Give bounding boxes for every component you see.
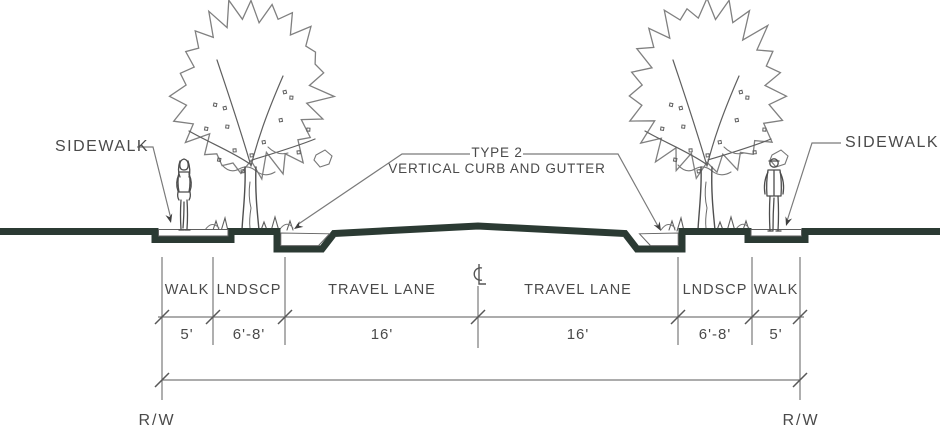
section-width-walk-right: 5' [769,326,783,343]
centerline-symbol [473,264,486,285]
ground-profile [0,222,940,253]
leader-curb-right [523,153,660,229]
section-width-lndscp-left: 6'-8' [232,326,266,343]
arrowhead-sidewalk-left [165,213,173,223]
curb-type-line1: TYPE 2 [471,145,523,160]
curb-type-callout: TYPE 2 VERTICAL CURB AND GUTTER [388,145,605,177]
arrowhead-curb-left [294,221,304,229]
section-label-walk-left: WALK [164,282,210,298]
right-of-way-label-right: R/W [782,412,820,429]
leader-sidewalk-right [786,142,841,222]
section-width-travel-lane-left: 16' [370,326,394,343]
section-dimension-ticks [154,309,808,325]
section-width-lndscp-right: 6'-8' [698,326,732,343]
gutter-pan-right [638,232,679,247]
section-label-lndscp-right: LNDSCP [682,282,748,298]
section-width-walk-left: 5' [180,326,194,343]
section-label-lndscp-left: LNDSCP [216,282,282,298]
leader-curb-left [296,153,470,226]
sidewalk-callout-left-label: SIDEWALK [55,138,150,155]
sidewalk-slab-right [750,229,802,237]
pedestrian-icon-right [763,158,785,232]
right-of-way-ticks [154,372,808,388]
sidewalk-slab-left [158,229,229,237]
pedestrian-icon-left [176,158,192,231]
tree-icon-left [168,0,337,232]
arrowhead-sidewalk-right [785,216,793,226]
section-width-travel-lane-right: 16' [566,326,590,343]
section-label-travel-lane-left: TRAVEL LANE [328,282,436,298]
sidewalk-callout-right-label: SIDEWALK [845,134,940,151]
gutter-pan-left [280,232,331,247]
section-label-travel-lane-right: TRAVEL LANE [524,282,632,298]
curb-type-line2: VERTICAL CURB AND GUTTER [388,161,606,176]
arrowhead-curb-right [653,221,661,231]
right-of-way-label-left: R/W [138,412,176,429]
section-label-walk-right: WALK [753,282,799,298]
leader-sidewalk-left [137,146,172,220]
tree-icon-right [628,0,789,232]
